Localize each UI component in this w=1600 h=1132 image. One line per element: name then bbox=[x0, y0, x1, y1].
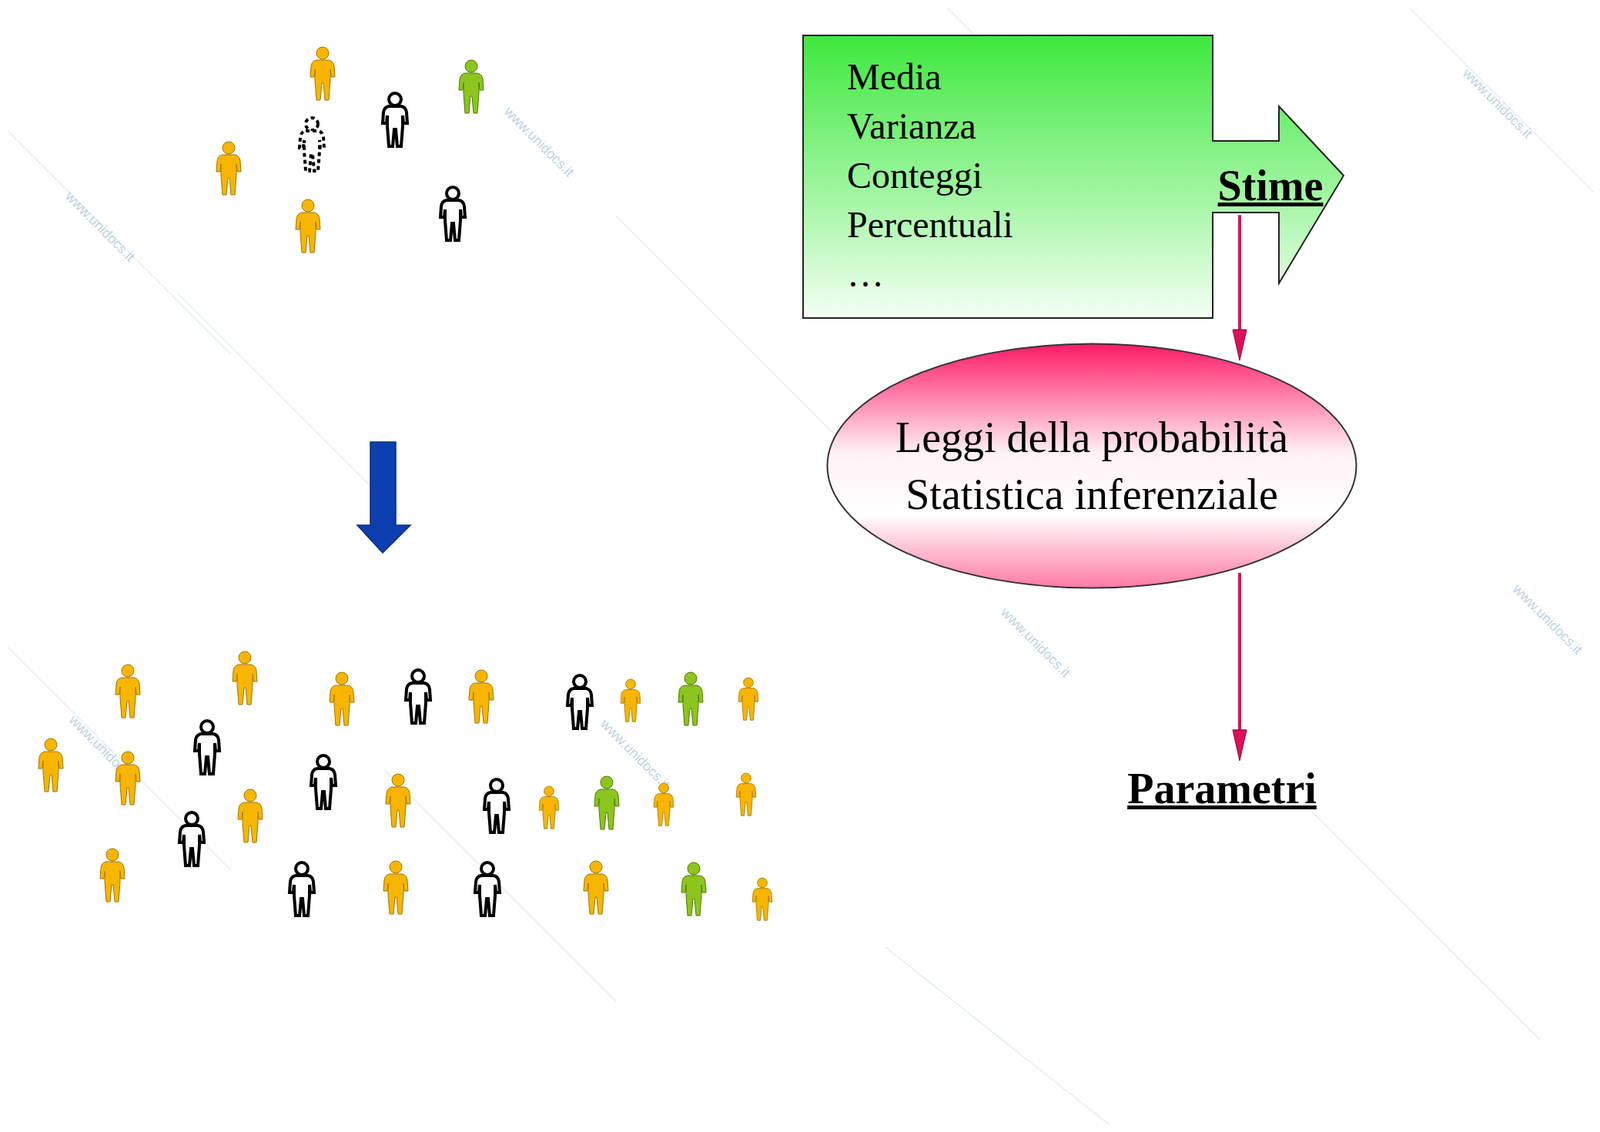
flow-arrow bbox=[1232, 572, 1247, 761]
watermark: www.unidocs.it bbox=[500, 103, 577, 181]
heading-node: Stime bbox=[1218, 160, 1324, 211]
node-text: … bbox=[846, 249, 1344, 299]
watermark: www.unidocs.it bbox=[1509, 581, 1586, 658]
ellipse-outline bbox=[827, 344, 1357, 589]
watermark: www.unidocs.it bbox=[61, 188, 138, 265]
ellipse-node: Leggi della probabilitàStatistica infere… bbox=[826, 342, 1358, 590]
node-text: Statistica inferenziale bbox=[905, 465, 1279, 523]
sample-figures bbox=[216, 46, 484, 253]
watermark: www.unidocs.it bbox=[1459, 65, 1536, 142]
node-text: Stime bbox=[1218, 160, 1324, 211]
ellipse-shape bbox=[826, 342, 1358, 590]
flow-arrow bbox=[1232, 214, 1247, 361]
population-figures bbox=[38, 651, 773, 921]
node-text: Parametri bbox=[1127, 763, 1317, 814]
arrow-box-outline bbox=[803, 35, 1344, 318]
node-text: Leggi della probabilità bbox=[895, 408, 1289, 466]
node-text: Media bbox=[846, 52, 1344, 102]
down-arrow bbox=[357, 441, 411, 553]
heading-node: Parametri bbox=[1127, 763, 1317, 814]
node-text: Varianza bbox=[846, 101, 1344, 151]
watermark: www.unidocs.it bbox=[997, 604, 1074, 681]
